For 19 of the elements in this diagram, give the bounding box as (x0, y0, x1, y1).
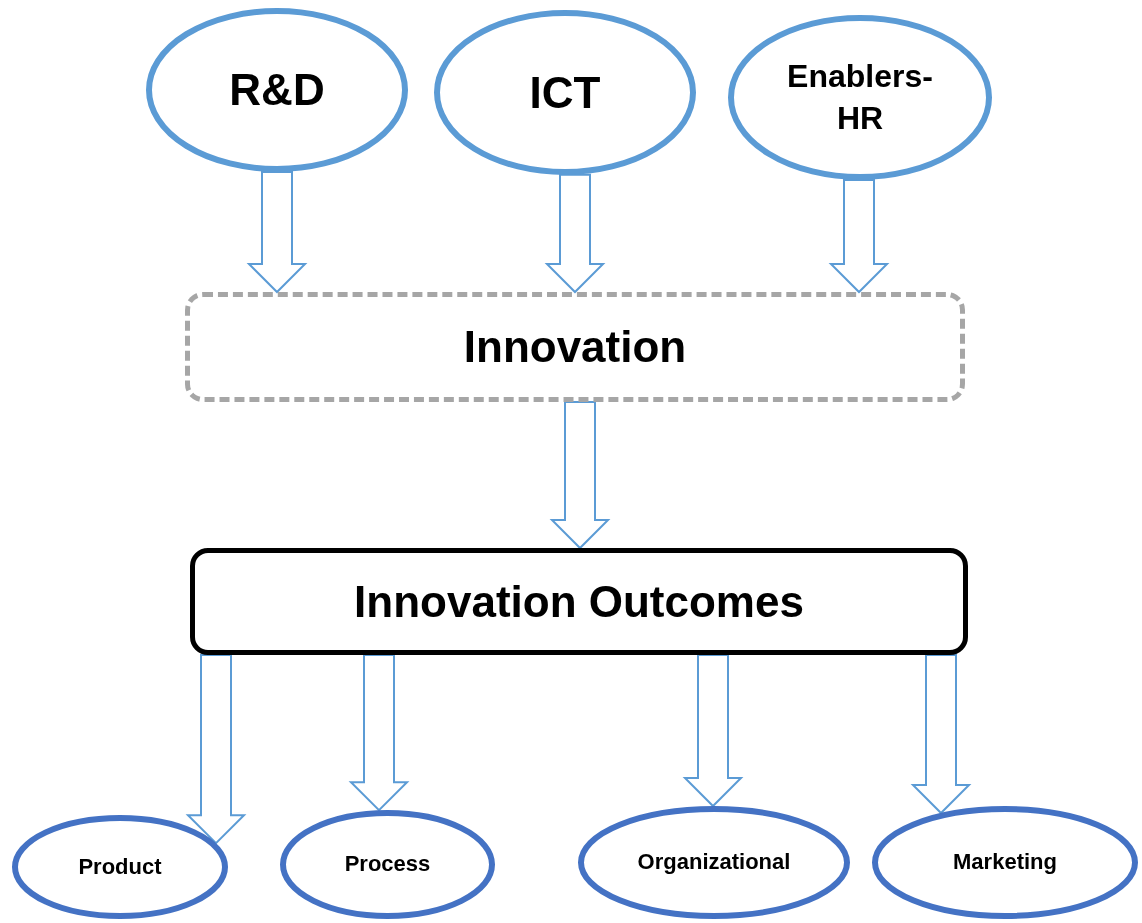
block-arrow (828, 179, 890, 294)
dashed-box (185, 292, 965, 402)
node-label: Innovation (463, 321, 687, 374)
block-arrow (910, 654, 972, 815)
node-label: R&D (229, 64, 325, 117)
node-label: Enablers-HR (786, 56, 934, 138)
block-arrow (544, 173, 606, 294)
node-label: ICT (529, 66, 601, 119)
node-label: Organizational (637, 848, 791, 877)
block-arrow (549, 401, 611, 550)
node-label: Process (344, 850, 431, 879)
node-label: Product (78, 852, 162, 881)
block-arrow (246, 171, 308, 294)
block-arrow (682, 654, 744, 808)
block-arrow (185, 654, 247, 845)
node-label: Innovation Outcomes (354, 575, 804, 628)
process-box (190, 548, 968, 655)
block-arrow (348, 654, 410, 812)
node-label: Marketing (953, 848, 1057, 877)
